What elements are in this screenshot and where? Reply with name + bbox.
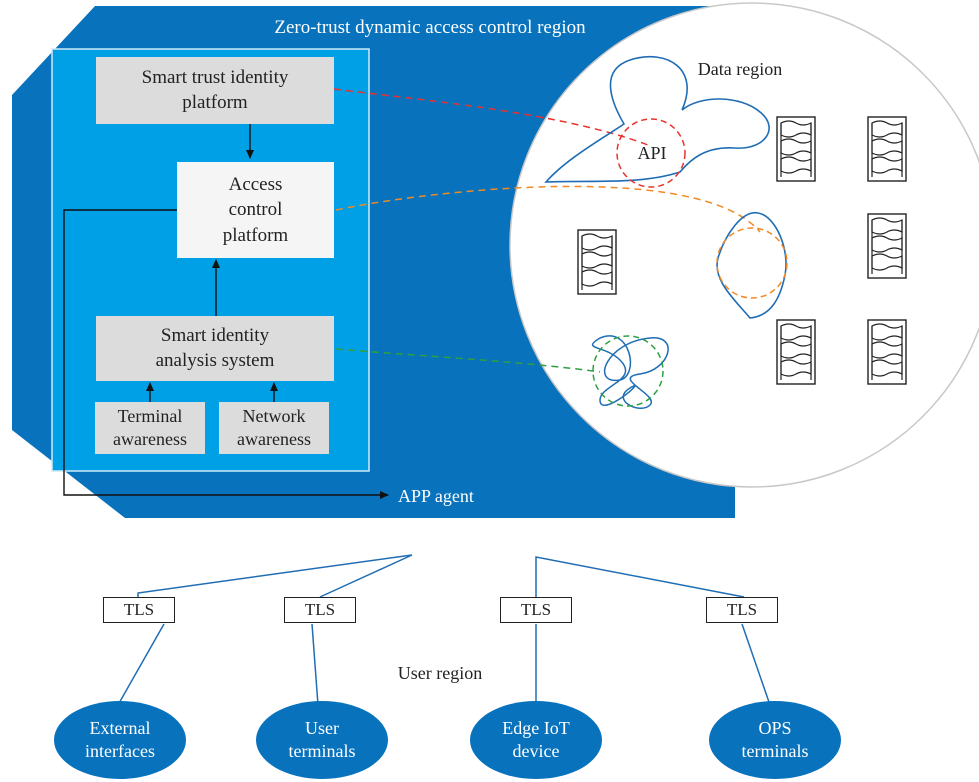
data-region-circle bbox=[509, 2, 979, 488]
green-dashed-link bbox=[335, 348, 601, 373]
tls-box-ops: TLS bbox=[706, 597, 778, 623]
tree-lines-right bbox=[535, 556, 745, 598]
network-awareness: Network awareness bbox=[219, 402, 329, 454]
data-region-title: Data region bbox=[697, 59, 783, 79]
tls-box-user: TLS bbox=[284, 597, 356, 623]
server-icon bbox=[867, 319, 907, 385]
endpoint-user-terminals: User terminals bbox=[256, 701, 388, 779]
link-tls-ops bbox=[741, 623, 771, 706]
server-icon bbox=[776, 319, 816, 385]
link-tls-user bbox=[311, 623, 319, 706]
smart-identity-analysis-system: Smart identity analysis system bbox=[96, 316, 334, 381]
endpoint-external-interfaces: External interfaces bbox=[54, 701, 186, 779]
server-icon bbox=[867, 213, 907, 279]
server-icon bbox=[577, 229, 617, 295]
orange-dashed-link bbox=[335, 185, 761, 233]
api-blob bbox=[544, 55, 770, 183]
tangled-blob bbox=[591, 335, 669, 410]
access-control-platform: Access control platform bbox=[177, 162, 334, 258]
arrow-access-to-app-agent bbox=[63, 209, 389, 499]
tangled-dashed-ring bbox=[592, 335, 664, 407]
zero-trust-region-title: Zero-trust dynamic access control region bbox=[274, 17, 586, 38]
red-dashed-link bbox=[333, 88, 649, 146]
endpoint-edge-iot-device: Edge IoT device bbox=[470, 701, 602, 779]
tls-box-external: TLS bbox=[103, 597, 175, 623]
link-tls-external bbox=[117, 623, 165, 706]
tls-box-edge: TLS bbox=[500, 597, 572, 623]
smart-trust-identity-platform: Smart trust identity platform bbox=[96, 57, 334, 124]
api-circle bbox=[616, 118, 686, 188]
server-icon bbox=[776, 116, 816, 182]
app-agent-label: APP agent bbox=[398, 486, 474, 506]
server-icon bbox=[867, 116, 907, 182]
api-label: API bbox=[637, 143, 667, 163]
endpoint-ops-terminals: OPS terminals bbox=[709, 701, 841, 779]
middle-dashed-ring bbox=[716, 227, 788, 299]
terminal-awareness: Terminal awareness bbox=[95, 402, 205, 454]
user-region-title: User region bbox=[397, 663, 483, 683]
tree-lines-left bbox=[137, 554, 413, 598]
